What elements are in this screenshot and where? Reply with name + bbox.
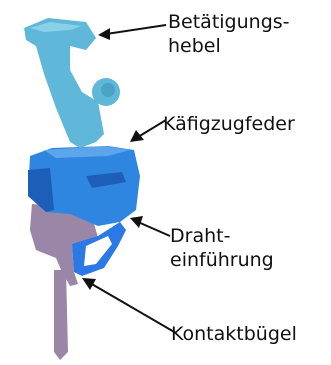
lever-handle: [24, 18, 104, 148]
label-wire-entry: Draht- einführung: [170, 224, 274, 272]
label-wire-entry-line1: Draht-: [170, 224, 274, 248]
bracket-pin: [54, 270, 68, 360]
label-actuating-lever-line1: Betätigungs-: [168, 10, 290, 34]
label-wire-entry-line2: einführung: [170, 248, 274, 272]
label-cage-clamp-spring: Käfigzugfeder: [163, 112, 295, 136]
arrow-cage-clamp-spring: [130, 120, 166, 142]
lever-pivot-axis: [101, 83, 115, 97]
label-actuating-lever: Betätigungs- hebel: [168, 10, 290, 58]
arrow-wire-entry: [130, 216, 170, 236]
arrow-contact-bracket: [82, 278, 176, 333]
label-contact-bracket: Kontaktbügel: [171, 322, 297, 346]
arrow-actuating-lever: [98, 25, 166, 40]
label-actuating-lever-line2: hebel: [168, 34, 290, 58]
